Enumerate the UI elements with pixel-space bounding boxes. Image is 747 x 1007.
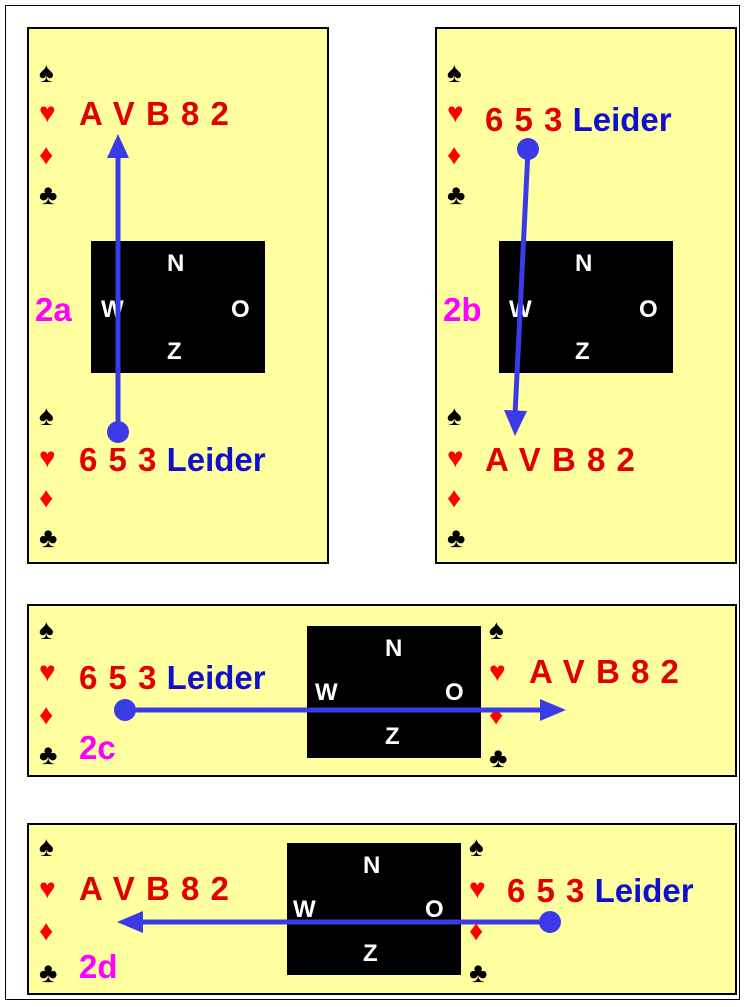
east-cards: A V B 8 2	[529, 653, 680, 690]
diamond-icon: ♦	[447, 482, 462, 513]
diamond-icon: ♦	[469, 915, 484, 946]
south-label: Z	[385, 723, 400, 750]
panel-label: 2a	[35, 291, 72, 328]
east-cards: 6 5 3	[507, 872, 586, 909]
south-label: Z	[167, 338, 182, 365]
west-label: W	[101, 296, 124, 323]
club-icon: ♣	[39, 522, 58, 553]
bridge-table: N W O Z	[307, 626, 481, 758]
heart-icon: ♥	[39, 656, 56, 687]
leider-label: Leider	[594, 872, 694, 909]
diamond-icon: ♦	[39, 915, 54, 946]
panel-2b: ♠ ♥ 6 5 3 Leider ♦ ♣ N W O Z 2b ♠ ♥ A V …	[435, 27, 737, 564]
spade-icon: ♠	[447, 400, 462, 431]
diamond-icon: ♦	[489, 699, 504, 730]
south-label: Z	[363, 940, 378, 967]
heart-icon: ♥	[469, 873, 486, 904]
west-cards: A V B 8 2	[79, 870, 230, 907]
heart-icon: ♥	[39, 442, 56, 473]
spade-icon: ♠	[39, 57, 54, 88]
heart-icon: ♥	[39, 97, 56, 128]
east-label: O	[639, 296, 658, 323]
north-label: N	[385, 635, 403, 662]
west-label: W	[315, 679, 338, 706]
panel-label: 2d	[79, 948, 118, 985]
heart-icon: ♥	[447, 442, 464, 473]
west-holding: 6 5 3 Leider	[79, 660, 266, 696]
club-icon: ♣	[39, 179, 58, 210]
diamond-icon: ♦	[39, 139, 54, 170]
north-label: N	[363, 852, 381, 879]
north-holding: 6 5 3 Leider	[485, 102, 672, 138]
panel-2c: ♠ ♥ 6 5 3 Leider ♦ ♣ 2c N W O Z ♠ ♥ A V …	[27, 604, 737, 777]
east-label: O	[445, 679, 464, 706]
heart-icon: ♥	[39, 873, 56, 904]
south-holding: 6 5 3 Leider	[79, 442, 266, 478]
club-icon: ♣	[447, 179, 466, 210]
diamond-icon: ♦	[447, 139, 462, 170]
west-cards: 6 5 3	[79, 659, 158, 696]
spade-icon: ♠	[489, 614, 504, 645]
south-cards: A V B 8 2	[485, 441, 636, 478]
spade-icon: ♠	[447, 57, 462, 88]
west-label: W	[293, 896, 316, 923]
club-icon: ♣	[489, 742, 508, 773]
panel-2d: ♠ ♥ A V B 8 2 ♦ ♣ 2d N W O Z ♠ ♥ 6 5 3 L…	[27, 823, 737, 995]
spade-icon: ♠	[469, 831, 484, 862]
spade-icon: ♠	[39, 831, 54, 862]
west-label: W	[509, 296, 532, 323]
heart-icon: ♥	[489, 656, 506, 687]
east-label: O	[231, 296, 250, 323]
leider-label: Leider	[166, 441, 266, 478]
club-icon: ♣	[39, 739, 58, 770]
club-icon: ♣	[447, 522, 466, 553]
bridge-table: N W O Z	[287, 843, 461, 975]
east-holding: 6 5 3 Leider	[507, 873, 694, 909]
south-cards: 6 5 3	[79, 441, 158, 478]
bridge-table: N W O Z	[499, 241, 673, 373]
leider-label: Leider	[166, 659, 266, 696]
diamond-icon: ♦	[39, 482, 54, 513]
panel-label: 2b	[443, 291, 482, 328]
east-label: O	[425, 896, 444, 923]
diamond-icon: ♦	[39, 699, 54, 730]
diagram-frame	[5, 5, 740, 1000]
spade-icon: ♠	[39, 400, 54, 431]
north-label: N	[167, 250, 185, 277]
panel-2a: ♠ ♥ A V B 8 2 ♦ ♣ N W O Z 2a ♠ ♥ 6 5 3 L…	[27, 27, 329, 564]
leider-label: Leider	[572, 101, 672, 138]
club-icon: ♣	[39, 957, 58, 988]
panel-label: 2c	[79, 729, 116, 766]
north-label: N	[575, 250, 593, 277]
south-label: Z	[575, 338, 590, 365]
heart-icon: ♥	[447, 97, 464, 128]
bridge-table: N W O Z	[91, 241, 265, 373]
spade-icon: ♠	[39, 614, 54, 645]
north-cards: A V B 8 2	[79, 95, 230, 132]
north-cards: 6 5 3	[485, 101, 564, 138]
club-icon: ♣	[469, 957, 488, 988]
